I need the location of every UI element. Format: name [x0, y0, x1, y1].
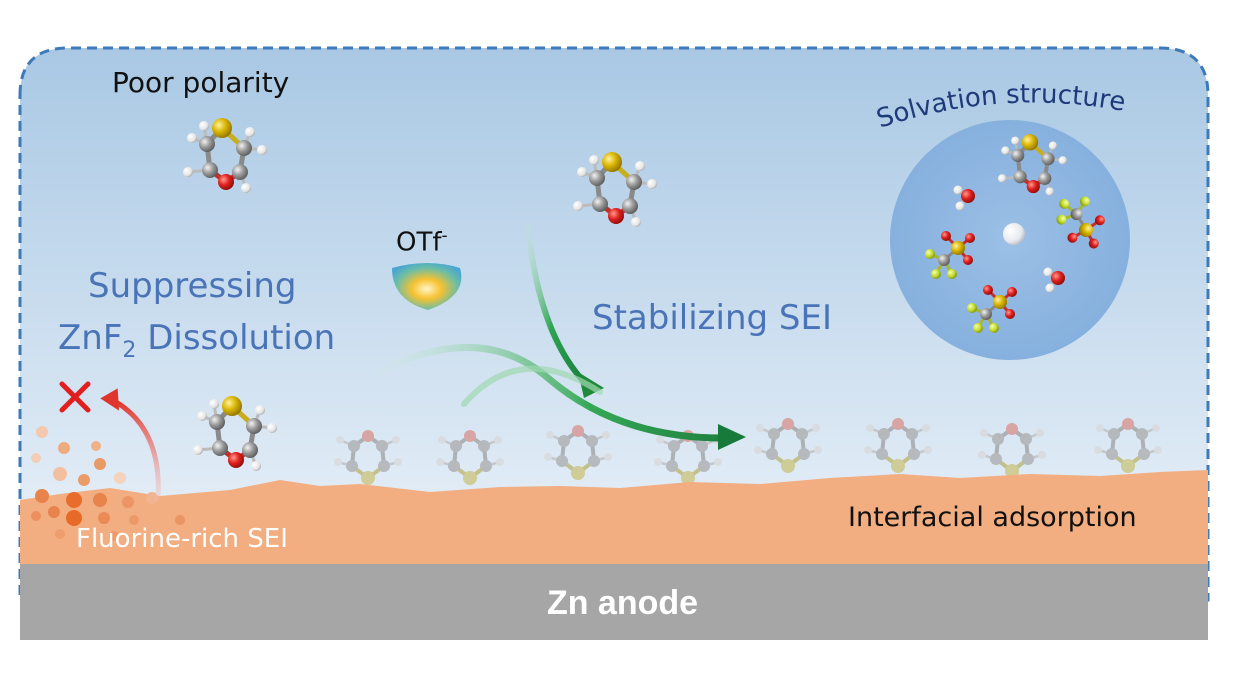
green-arrow-lower [374, 344, 734, 442]
znf-subscript: 2 [122, 337, 137, 363]
green-arrow-upper [525, 225, 593, 391]
dissolution-arrow [113, 399, 161, 501]
suppressing-label-line2: ZnF2 Dissolution [58, 318, 335, 363]
green-arrowhead-lower [718, 424, 746, 450]
interfacial-adsorption-label: Interfacial adsorption [848, 502, 1137, 533]
dissolution-text: Dissolution [136, 318, 336, 358]
otf-label: OTf- [396, 226, 448, 258]
otf-anion-icon [392, 263, 462, 310]
suppressing-label-line1: Suppressing [88, 266, 297, 306]
green-arrow-faint [461, 365, 603, 407]
dissolution-arrowhead [100, 388, 119, 411]
otf-base: OTf [396, 227, 442, 258]
zn-ion [1003, 223, 1025, 245]
znf-text: ZnF [58, 318, 123, 358]
otf-charge: - [441, 226, 448, 246]
fluorine-rich-sei-label: Fluorine-rich SEI [76, 524, 288, 554]
stabilizing-sei-label: Stabilizing SEI [592, 298, 832, 338]
fluorine-particles [31, 426, 185, 541]
sei-layer [20, 470, 1208, 564]
zn-anode-label: Zn anode [546, 584, 699, 622]
poor-polarity-label: Poor polarity [112, 66, 290, 99]
zn-anode [20, 564, 1208, 640]
red-x-icon [59, 381, 91, 413]
